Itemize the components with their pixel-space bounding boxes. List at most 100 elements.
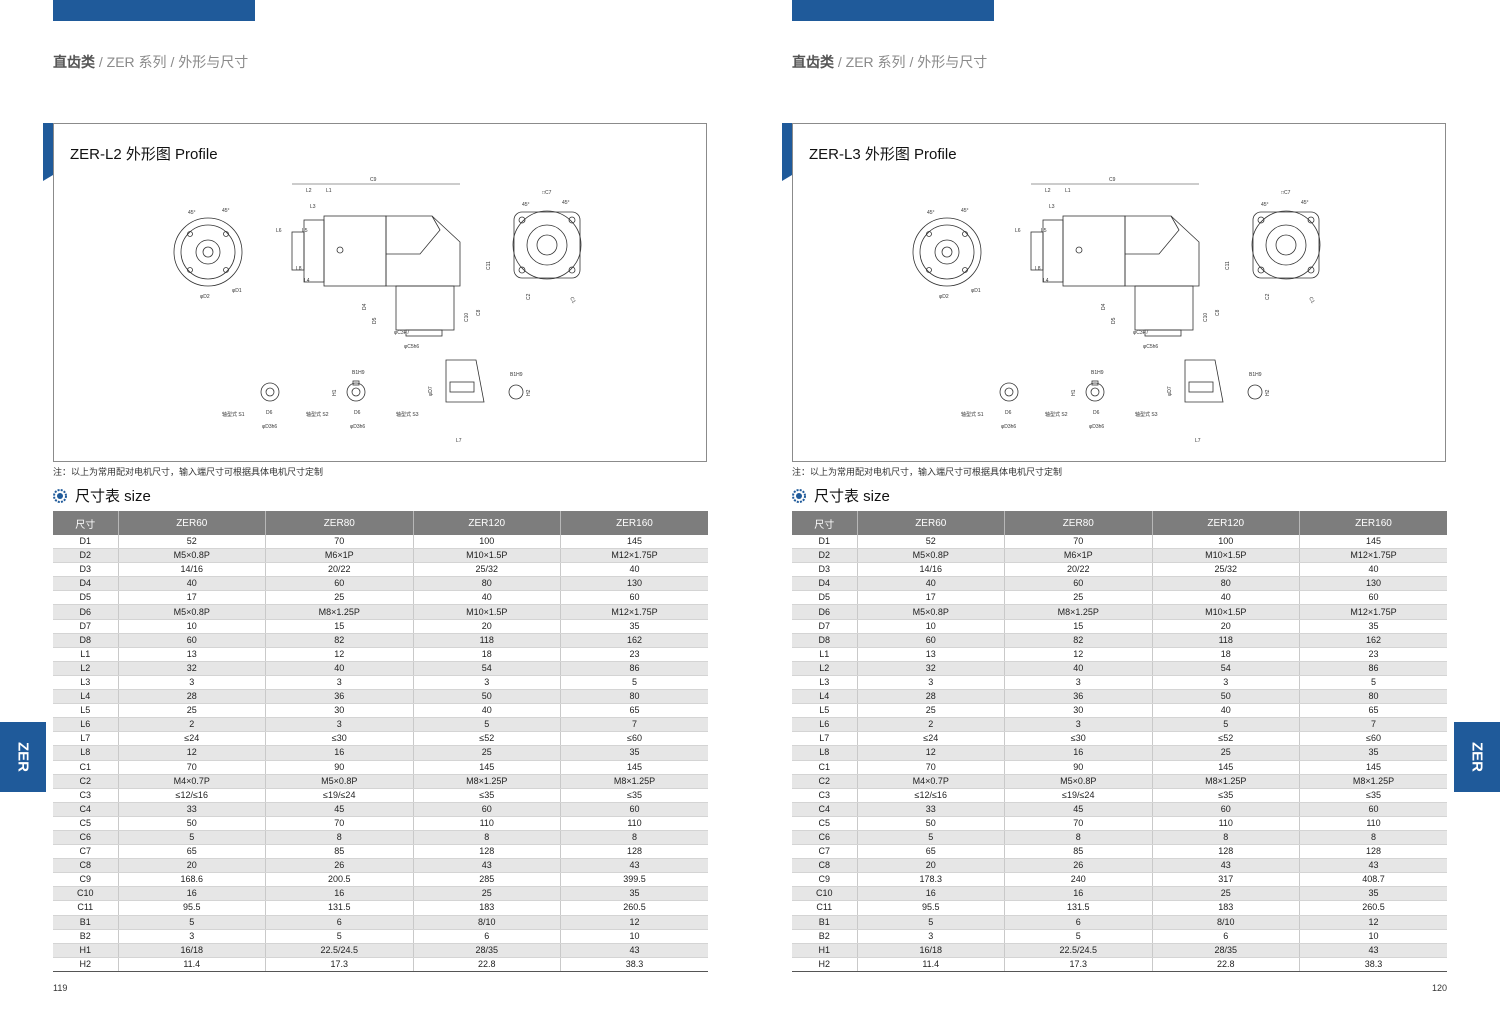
housing-edge [1125, 215, 1180, 255]
row-label-cell: D5 [53, 590, 119, 606]
dimension-label: C10 [464, 313, 470, 322]
table-cell: 128 [413, 844, 561, 860]
table-cell: 25 [1152, 886, 1300, 902]
gearbox-body [1062, 215, 1126, 287]
table-cell: 200.5 [265, 872, 414, 888]
dimension-label: 45° [961, 208, 969, 214]
dimension-label: φD1 [232, 288, 242, 294]
row-label-cell: D2 [53, 548, 119, 564]
dimension-label: C11 [1225, 261, 1231, 270]
shaft-type-s1 [260, 382, 280, 402]
bolt-hole [1307, 216, 1315, 224]
row-label-cell: D1 [53, 535, 119, 550]
output-front-view [1252, 211, 1320, 279]
table-cell: 70 [265, 535, 414, 550]
size-heading-text: 尺寸表 size [75, 488, 151, 505]
table-cell: 11.4 [857, 957, 1005, 972]
table-cell: 6 [413, 929, 561, 944]
table-cell: 35 [1299, 619, 1447, 634]
table-cell: 130 [560, 576, 708, 592]
key-profile [508, 384, 524, 400]
dimension-label: H1 [332, 389, 338, 396]
table-cell: 131.5 [265, 900, 414, 916]
table-cell: 50 [857, 816, 1005, 831]
table-cell: 162 [560, 633, 708, 648]
side-tab-label: ZER [14, 742, 32, 772]
breadcrumb-separator: / [834, 54, 846, 70]
table-cell: 10 [118, 619, 266, 634]
row-label-cell: H2 [53, 957, 119, 972]
table-cell: ≤24 [857, 731, 1005, 747]
side-tab-label: ZER [1468, 742, 1486, 772]
table-cell: 13 [857, 647, 1005, 662]
table-row: L7≤24≤30≤52≤60 [792, 731, 1447, 747]
table-cell: 145 [1299, 535, 1447, 550]
table-cell: 22.8 [413, 957, 561, 972]
gear-icon [53, 488, 67, 503]
bolt-hole [518, 216, 526, 224]
table-cell: 11.4 [118, 957, 266, 972]
table-cell: 26 [1004, 858, 1153, 874]
row-label-cell: C9 [53, 872, 119, 888]
table-cell: 5 [560, 675, 708, 691]
shaft-type-s2 [346, 382, 366, 402]
row-label-cell: D7 [53, 619, 119, 634]
table-cell: 25 [1152, 745, 1300, 761]
row-label-cell: D1 [792, 535, 858, 550]
bolt-hole [1257, 266, 1265, 274]
table-cell: 70 [857, 760, 1005, 775]
table-cell: 95.5 [118, 900, 266, 916]
dimension-label: L5 [1041, 228, 1047, 234]
dimension-label: D6 [1005, 410, 1012, 416]
table-cell: 15 [1004, 619, 1153, 634]
dimension-label: C9 [1109, 177, 1116, 183]
table-cell: M10×1.5P [413, 548, 561, 564]
dimension-label: φD7 [428, 386, 434, 396]
row-label-cell: C5 [53, 816, 119, 831]
table-cell: 183 [413, 900, 561, 916]
housing-edge [386, 215, 441, 255]
table-cell: 260.5 [560, 900, 708, 916]
table-cell: 130 [1299, 576, 1447, 592]
table-cell: ≤35 [1299, 788, 1447, 803]
dimension-label: C1 [568, 296, 577, 305]
dimension-label: C9 [370, 177, 377, 183]
flange-front-view [919, 224, 975, 280]
table-cell: 36 [265, 689, 414, 705]
table-cell: 17 [857, 590, 1005, 606]
row-label-cell: C11 [53, 900, 119, 916]
dimension-label: 45° [188, 210, 196, 216]
dimension-label: 轴型式 S3 [1135, 411, 1158, 418]
table-cell: 399.5 [560, 872, 708, 888]
breadcrumb-series: ZER 系列 [106, 54, 167, 70]
table-row: C3≤12/≤16≤19/≤24≤35≤35 [792, 788, 1447, 803]
table-cell: ≤30 [1004, 731, 1153, 747]
table-cell: 5 [857, 830, 1005, 846]
table-cell: 85 [265, 844, 414, 860]
row-label-cell: L2 [53, 661, 119, 676]
table-cell: 23 [560, 647, 708, 662]
row-label-cell: C2 [53, 774, 119, 789]
table-header: ZER80 [265, 511, 414, 535]
row-label-cell: L1 [53, 647, 119, 662]
table-cell: ≤60 [560, 731, 708, 747]
flange-front-view [934, 239, 960, 265]
right-angle-housing [385, 215, 461, 287]
footnote: 注：以上为常用配对电机尺寸，输入端尺寸可根据具体电机尺寸定制 [53, 467, 324, 477]
dimension-label: φC5h6 [404, 344, 419, 350]
table-cell: 60 [1152, 802, 1300, 817]
table-cell: 5 [857, 915, 1005, 930]
table-cell: 45 [1004, 802, 1153, 817]
